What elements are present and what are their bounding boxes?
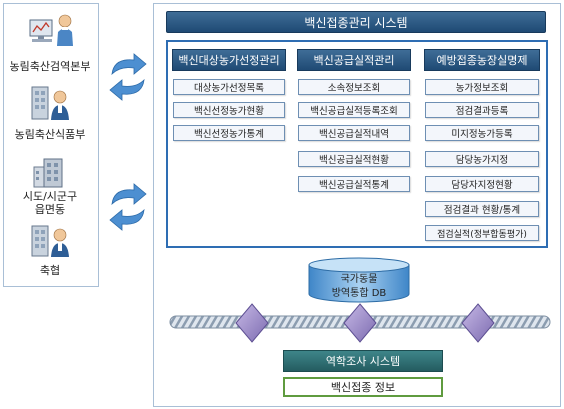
entity-label-qia: 농림축산검역본부 [9,60,91,73]
user-at-building-icon [31,86,69,120]
menu-item[interactable]: 담당자지정현황 [425,176,539,192]
epidemiology-system-label: 역학조사 시스템 [283,350,443,372]
exchange-arrows-icon [109,183,147,231]
entities-panel [3,3,99,287]
menu-item[interactable]: 백신공급실적현황 [298,151,410,167]
data-bus [169,303,551,343]
menu-item[interactable]: 백신공급실적통계 [298,176,410,192]
database-icon [308,257,410,303]
menu-item[interactable]: 백신공급실적등록조회 [298,102,410,118]
system-title: 백신접종관리 시스템 [166,11,546,33]
menu-item[interactable]: 백신공급실적내역 [298,125,410,141]
menu-item[interactable]: 소속정보조회 [298,79,410,95]
column-header-supply-records: 백신공급실적관리 [297,49,411,71]
menu-item[interactable]: 미지정농가등록 [425,125,539,141]
menu-item[interactable]: 백신선정농가현황 [173,102,285,118]
menu-item[interactable]: 담당농가지정 [425,151,539,167]
database-label-line1: 국가동물 [340,274,378,285]
exchange-arrows-icon [109,53,147,101]
menu-item[interactable]: 점검결과등록 [425,102,539,118]
column-header-farm-real-name: 예방접종농장실명제 [424,49,540,71]
menu-item[interactable]: 농가정보조회 [425,79,539,95]
entity-label-local-gov: 시도/시군구 읍면동 [22,190,78,216]
column-header-farm-selection: 백신대상농가선정관리 [172,49,286,71]
vaccine-info-label: 백신접종 정보 [283,377,443,397]
user-at-building-icon [31,225,69,257]
user-at-computer-icon [29,14,73,46]
entity-label-mafra: 농림축산식품부 [14,128,86,141]
building-icon [33,158,63,188]
modules-frame [166,40,548,248]
menu-item[interactable]: 대상농가선정목록 [173,79,285,95]
menu-item[interactable]: 백신선정농가통계 [173,125,285,141]
database-label-line2: 방역통합 DB [331,288,387,299]
menu-item[interactable]: 점검결과 현황/통계 [425,201,539,217]
menu-item[interactable]: 점검실적(정부합동평가) [425,225,539,241]
entity-label-coop: 축협 [39,264,61,277]
